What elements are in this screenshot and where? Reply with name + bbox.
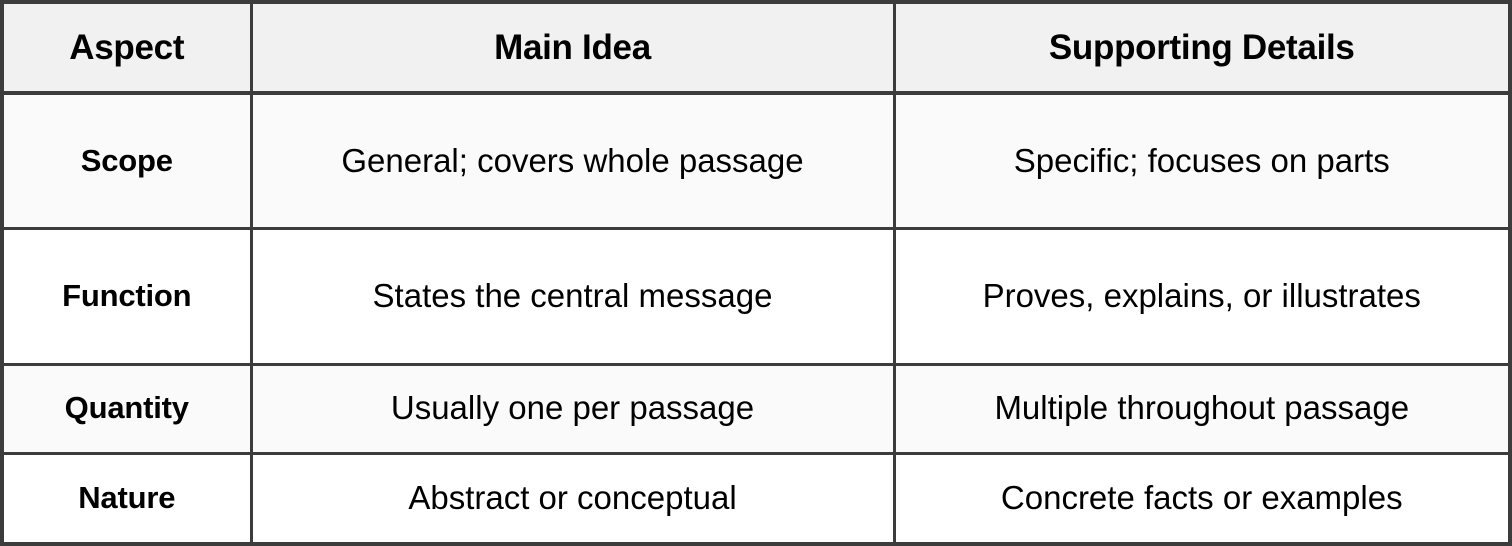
table-header-row: Aspect Main Idea Supporting Details — [4, 4, 1508, 95]
cell-main-idea: General; covers whole passage — [251, 93, 896, 231]
column-header-supporting-details: Supporting Details — [894, 4, 1508, 95]
cell-supporting-details: Specific; focuses on parts — [894, 93, 1508, 231]
table-body: Scope General; covers whole passage Spec… — [4, 93, 1508, 542]
cell-main-idea: Usually one per passage — [251, 364, 896, 455]
cell-supporting-details: Multiple throughout passage — [894, 364, 1508, 455]
cell-aspect: Quantity — [4, 364, 253, 455]
cell-aspect: Scope — [4, 93, 253, 231]
cell-aspect: Nature — [4, 453, 253, 542]
comparison-table: Aspect Main Idea Supporting Details Scop… — [4, 4, 1508, 542]
column-header-aspect: Aspect — [4, 4, 253, 95]
column-header-main-idea: Main Idea — [251, 4, 896, 95]
table-row: Nature Abstract or conceptual Concrete f… — [4, 453, 1508, 542]
table-header: Aspect Main Idea Supporting Details — [4, 4, 1508, 95]
table-row: Function States the central message Prov… — [4, 228, 1508, 366]
cell-main-idea: States the central message — [251, 228, 896, 366]
cell-main-idea: Abstract or conceptual — [251, 453, 896, 542]
table-row: Scope General; covers whole passage Spec… — [4, 93, 1508, 231]
table-row: Quantity Usually one per passage Multipl… — [4, 364, 1508, 455]
cell-aspect: Function — [4, 228, 253, 366]
cell-supporting-details: Concrete facts or examples — [1000, 478, 1403, 516]
cell-supporting-details: Proves, explains, or illustrates — [894, 228, 1508, 366]
